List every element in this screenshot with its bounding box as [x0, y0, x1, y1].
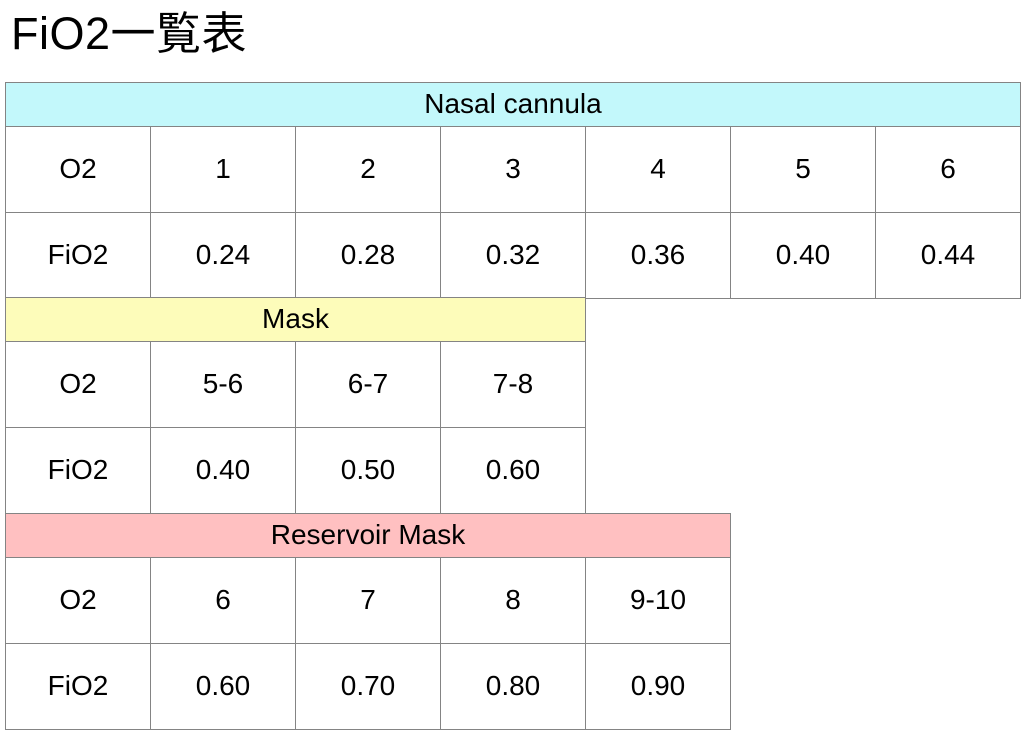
- fio2-value-cell: 0.40: [730, 211, 876, 299]
- page-title: FiO2一覧表: [11, 8, 248, 59]
- row-label: FiO2: [5, 427, 151, 515]
- o2-value-cell: 3: [440, 125, 586, 213]
- mask-table: Mask O2 5-6 6-7 7-8 FiO2 0.40 0.50 0.60: [5, 297, 586, 515]
- table-row: O2 5-6 6-7 7-8: [5, 341, 586, 429]
- row-label: O2: [5, 556, 151, 644]
- table-row: FiO2 0.60 0.70 0.80 0.90: [5, 642, 731, 730]
- fio2-value-cell: 0.60: [440, 427, 586, 515]
- mask-header: Mask: [5, 297, 586, 343]
- table-row: O2 1 2 3 4 5 6: [5, 125, 1021, 213]
- o2-value-cell: 7: [295, 556, 441, 644]
- o2-value-cell: 6: [875, 125, 1021, 213]
- o2-value-cell: 1: [150, 125, 296, 213]
- o2-value-cell: 6: [150, 556, 296, 644]
- fio2-value-cell: 0.90: [585, 642, 731, 730]
- row-label: FiO2: [5, 642, 151, 730]
- fio2-value-cell: 0.80: [440, 642, 586, 730]
- fio2-value-cell: 0.70: [295, 642, 441, 730]
- fio2-value-cell: 0.44: [875, 211, 1021, 299]
- fio2-value-cell: 0.36: [585, 211, 731, 299]
- o2-value-cell: 5: [730, 125, 876, 213]
- table-header-row: Nasal cannula: [5, 81, 1021, 127]
- nasal-cannula-header: Nasal cannula: [5, 81, 1021, 127]
- reservoir-mask-table: Reservoir Mask O2 6 7 8 9-10 FiO2 0.60 0…: [5, 512, 731, 730]
- table-row: O2 6 7 8 9-10: [5, 556, 731, 644]
- fio2-value-cell: 0.50: [295, 427, 441, 515]
- o2-value-cell: 4: [585, 125, 731, 213]
- table-header-row: Reservoir Mask: [5, 512, 731, 558]
- nasal-cannula-table: Nasal cannula O2 1 2 3 4 5 6 FiO2 0.24 0…: [5, 81, 1021, 299]
- table-row: FiO2 0.40 0.50 0.60: [5, 427, 586, 515]
- o2-value-cell: 8: [440, 556, 586, 644]
- fio2-value-cell: 0.32: [440, 211, 586, 299]
- fio2-value-cell: 0.24: [150, 211, 296, 299]
- o2-value-cell: 7-8: [440, 341, 586, 429]
- fio2-value-cell: 0.60: [150, 642, 296, 730]
- row-label: FiO2: [5, 211, 151, 299]
- o2-value-cell: 9-10: [585, 556, 731, 644]
- fio2-value-cell: 0.40: [150, 427, 296, 515]
- page: FiO2一覧表 Nasal cannula O2 1 2 3 4 5 6 FiO…: [5, 8, 1021, 730]
- reservoir-mask-header: Reservoir Mask: [5, 512, 731, 558]
- o2-value-cell: 5-6: [150, 341, 296, 429]
- table-row: FiO2 0.24 0.28 0.32 0.36 0.40 0.44: [5, 211, 1021, 299]
- o2-value-cell: 6-7: [295, 341, 441, 429]
- row-label: O2: [5, 125, 151, 213]
- fio2-value-cell: 0.28: [295, 211, 441, 299]
- table-header-row: Mask: [5, 297, 586, 343]
- row-label: O2: [5, 341, 151, 429]
- o2-value-cell: 2: [295, 125, 441, 213]
